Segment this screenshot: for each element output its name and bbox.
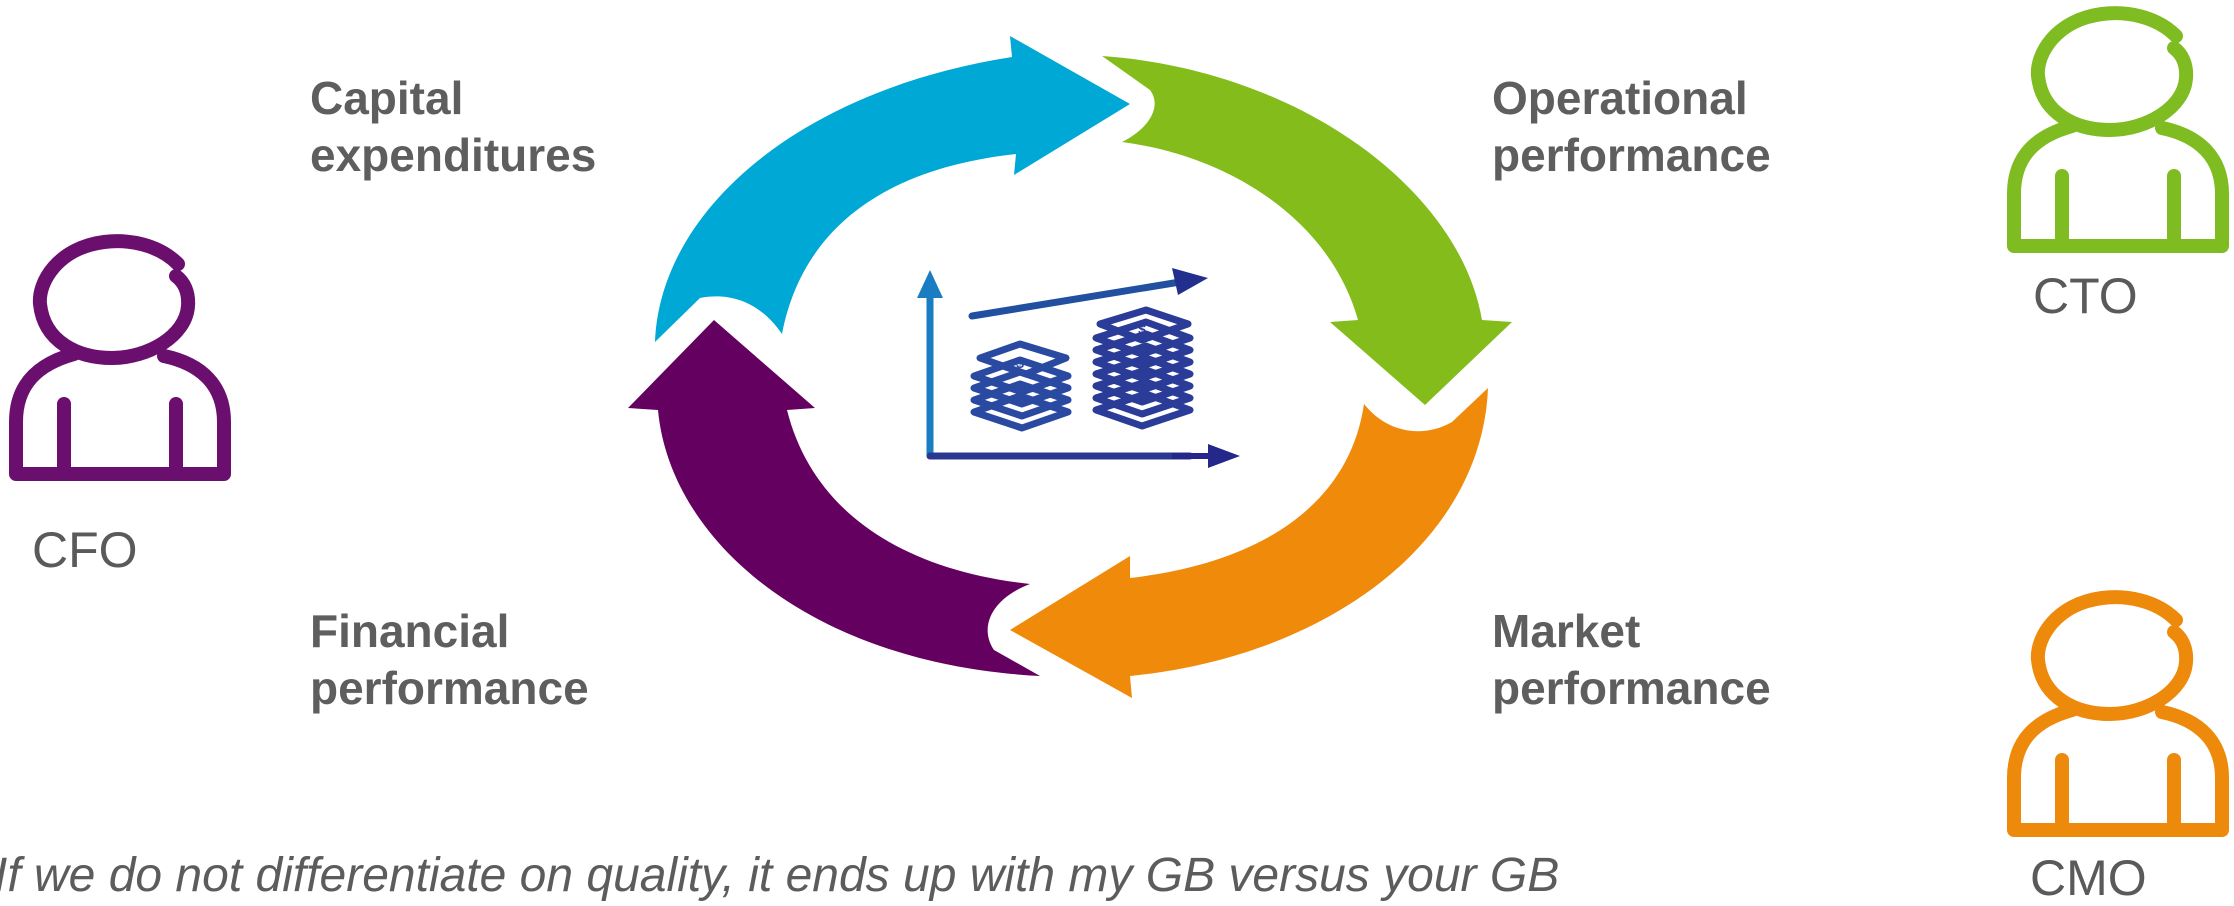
financial-label-line-1: Financial [310, 605, 510, 657]
svg-text:$: $ [1138, 321, 1146, 337]
operational-label-line-1: Operational [1492, 72, 1748, 124]
money-growth-chart-icon: $ $ [917, 268, 1240, 468]
capex-label: Capital expenditures [310, 70, 596, 184]
operational-label: Operational performance [1492, 70, 1771, 184]
operational-arrow [1102, 56, 1512, 405]
capex-label-line-1: Capital [310, 72, 464, 124]
cmo-label: CMO [2030, 850, 2147, 906]
financial-label-line-2: performance [310, 662, 589, 714]
capex-label-line-2: expenditures [310, 129, 597, 181]
cto-person-icon [2007, 6, 2229, 253]
operational-label-line-2: performance [1492, 129, 1771, 181]
market-label: Market performance [1492, 603, 1771, 717]
svg-text:$: $ [1016, 355, 1024, 371]
market-arrow [1010, 388, 1488, 698]
cmo-person-icon [2007, 590, 2229, 837]
capex-arrow [655, 36, 1130, 342]
financial-arrow [628, 320, 1040, 676]
cfo-person-icon [9, 234, 231, 481]
cfo-label: CFO [32, 522, 138, 578]
quote-text: If we do not differentiate on quality, i… [0, 849, 1560, 902]
market-label-line-2: performance [1492, 662, 1771, 714]
cto-label: CTO [2033, 268, 2138, 324]
market-label-line-1: Market [1492, 605, 1641, 657]
financial-label: Financial performance [310, 603, 589, 717]
